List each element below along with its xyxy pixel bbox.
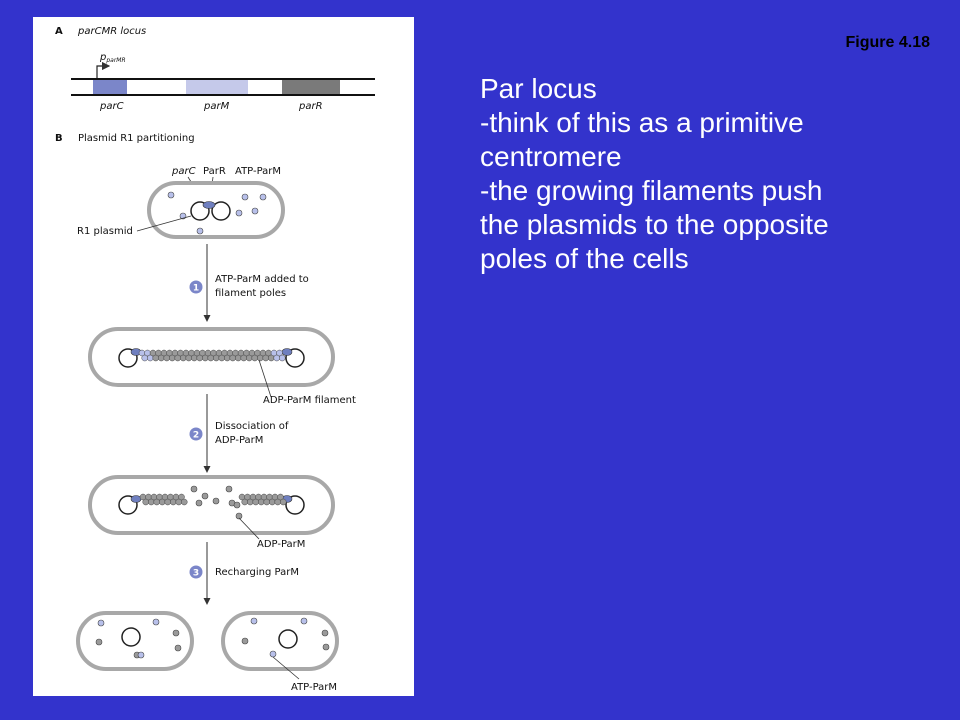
label-r1-plasmid: R1 plasmid [77, 226, 133, 237]
gene-label-parM: parM [203, 101, 230, 112]
adp-parm-short-filaments [139, 493, 287, 506]
leader-adp-parm [238, 517, 260, 540]
leader-atp-parm-bottom [272, 656, 300, 680]
panel-a-letter: A [55, 26, 63, 37]
parC-box [93, 80, 127, 94]
step-2-number: 2 [193, 431, 199, 441]
label-adp-parm: ADP-ParM [257, 539, 305, 550]
notes-line: -the growing filaments push [480, 175, 823, 206]
parm-monomer [280, 498, 287, 506]
parr-right [281, 348, 293, 356]
step-2-line-1: Dissociation of [215, 421, 289, 432]
daughter-cell-monomers [95, 617, 330, 659]
step-1-number: 1 [193, 284, 199, 294]
label-atp-parm-bottom: ATP-ParM [291, 682, 337, 693]
leader-filament [258, 359, 272, 398]
label-atp-parm: ATP-ParM [235, 166, 281, 177]
plasmid-daughter-right [278, 629, 298, 649]
gene-label-parC: parC [99, 101, 124, 112]
panel-a-title: parCMR locus [77, 26, 146, 37]
step-1-badge [189, 280, 203, 294]
notes-line: centromere [480, 141, 622, 172]
step-3-line-1: Recharging ParM [215, 567, 299, 578]
parm-monomer [178, 493, 185, 501]
notes-line: -think of this as a primitive [480, 107, 804, 138]
promoter-arrow [96, 61, 111, 79]
step-3-badge [189, 565, 203, 579]
promoter-label: pparMR [99, 52, 126, 64]
notes-line: the plasmids to the opposite [480, 209, 829, 240]
figure-number: Figure 4.18 [845, 34, 930, 51]
adp-parm-filament [138, 349, 286, 362]
step-3-number: 3 [193, 569, 199, 579]
cell-3 [88, 475, 335, 535]
parM-box [186, 80, 248, 94]
step-1-line-2: filament poles [215, 288, 286, 299]
label-parR: ParR [203, 166, 226, 177]
panel-b-title: Plasmid R1 partitioning [78, 133, 195, 144]
parm-monomer [181, 498, 188, 506]
parm-monomer [279, 354, 286, 362]
parr-complex [202, 201, 216, 209]
step-2-badge [189, 427, 203, 441]
notes-line: Par locus [480, 73, 597, 104]
parR-box [282, 80, 340, 94]
panel-b-letter: B [55, 133, 63, 144]
leader-r1-plasmid [136, 215, 192, 232]
atp-parm-monomers-cell-1 [167, 191, 267, 235]
gene-label-parR: parR [298, 101, 323, 112]
notes-line: poles of the cells [480, 243, 689, 274]
plasmid-daughter-left [121, 627, 141, 647]
parm-monomer [277, 493, 284, 501]
released-adp-parm [190, 485, 243, 520]
plasmid-right [211, 201, 231, 221]
label-adp-parm-filament: ADP-ParM filament [263, 395, 356, 406]
par-locus-diagram: A parCMR locus pparMR parC parM parR B P… [55, 26, 375, 693]
step-2-line-2: ADP-ParM [215, 435, 263, 446]
parm-monomer [276, 349, 283, 357]
step-1-line-1: ATP-ParM added to [215, 274, 309, 285]
slide-notes: Par locus -think of this as a primitive … [480, 72, 920, 276]
label-parC: parC [171, 166, 196, 177]
figure-panel: A parCMR locus pparMR parC parM parR B P… [33, 17, 414, 696]
parr-c3-left [130, 495, 142, 503]
